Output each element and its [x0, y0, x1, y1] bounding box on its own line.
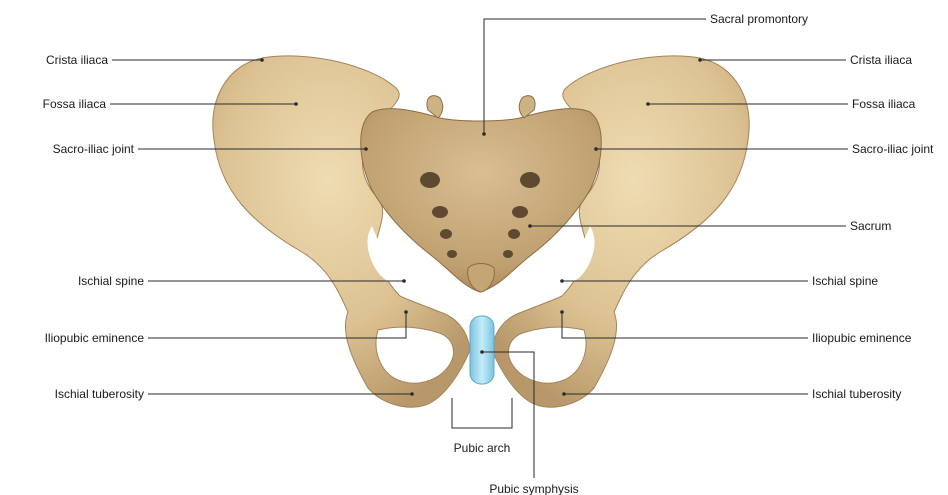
pelvis-illustration [213, 56, 749, 407]
label-sacral-promontory: Sacral promontory [710, 12, 808, 26]
label-ischial-tuberosity-left: Ischial tuberosity [55, 387, 144, 401]
label-crista-iliaca-right: Crista iliaca [850, 53, 912, 67]
label-sacroiliac-joint-left: Sacro-iliac joint [53, 142, 135, 156]
label-sacrum: Sacrum [850, 219, 891, 233]
label-fossa-iliaca-right: Fossa iliaca [852, 97, 916, 111]
label-iliopubic-eminence-left: Iliopubic eminence [45, 331, 145, 345]
label-ischial-spine-left: Ischial spine [78, 274, 144, 288]
label-iliopubic-eminence-right: Iliopubic eminence [812, 331, 912, 345]
pubic-symphysis-disc [470, 316, 494, 384]
label-ischial-tuberosity-right: Ischial tuberosity [812, 387, 901, 401]
label-pubic-symphysis: Pubic symphysis [489, 482, 578, 495]
label-sacroiliac-joint-right: Sacro-iliac joint [852, 142, 934, 156]
label-fossa-iliaca-left: Fossa iliaca [43, 97, 107, 111]
label-crista-iliaca-left: Crista iliaca [46, 53, 108, 67]
label-pubic-arch: Pubic arch [454, 441, 511, 455]
leader-pubic-arch [452, 398, 512, 428]
label-ischial-spine-right: Ischial spine [812, 274, 878, 288]
